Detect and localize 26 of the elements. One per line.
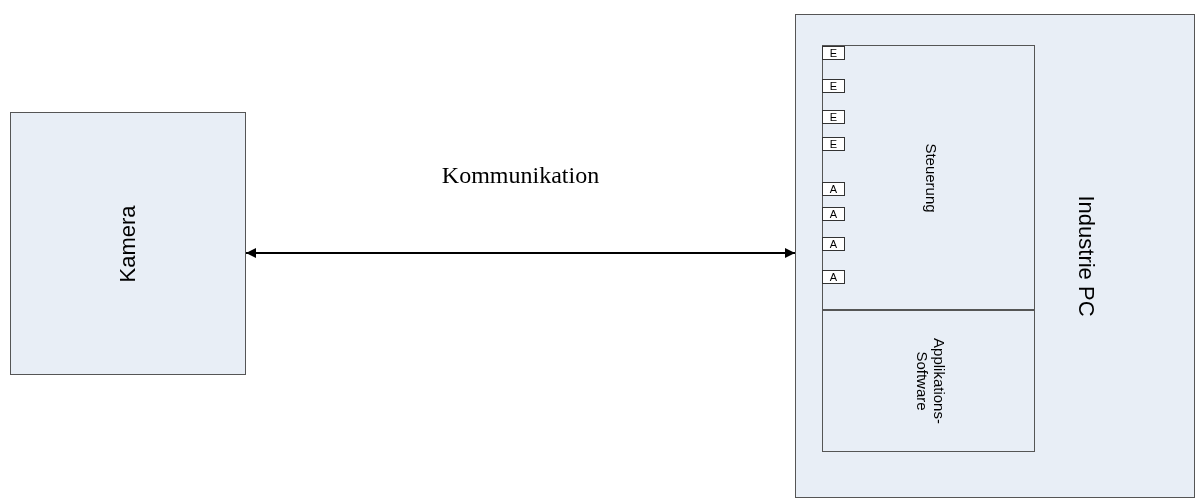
port-label: A (829, 271, 838, 283)
port-label: E (829, 47, 838, 59)
port-label: A (829, 238, 838, 250)
module-box (822, 310, 1035, 452)
box-label: Industrie PC (1073, 194, 1099, 319)
box-label: Kamera (115, 204, 141, 285)
box-label: Steuerung (922, 141, 940, 215)
port-box (822, 137, 845, 151)
port-label: E (829, 111, 838, 123)
port-box (822, 79, 845, 93)
port-label: A (829, 208, 838, 220)
port-box (822, 46, 845, 60)
port-box (822, 182, 845, 196)
port-label: E (829, 80, 838, 92)
device-box (10, 112, 246, 375)
edge-label: Kommunikation (441, 162, 600, 189)
port-label: E (829, 138, 838, 150)
device-box (795, 14, 1195, 498)
port-box (822, 110, 845, 124)
module-box (822, 45, 1035, 310)
port-label: A (829, 183, 838, 195)
port-box (822, 270, 845, 284)
port-box (822, 207, 845, 221)
box-label: Applikations- Software (914, 337, 948, 426)
port-box (822, 237, 845, 251)
arrow (245, 248, 796, 258)
